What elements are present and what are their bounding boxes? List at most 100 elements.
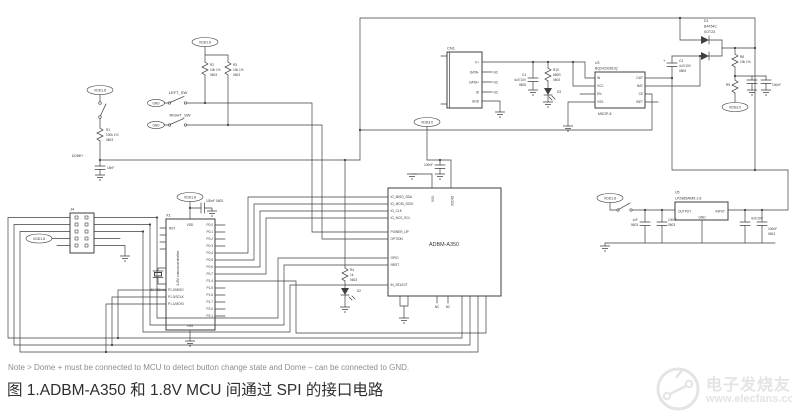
gnd-icon xyxy=(206,210,218,217)
u3-part: BQ24232DDQ xyxy=(595,67,618,71)
right-sw-label: RIGHT_SW xyxy=(169,113,190,118)
gnd-icon xyxy=(398,317,410,324)
resistor-r8-icon xyxy=(731,53,739,68)
crystal-icon xyxy=(152,270,164,278)
r4-value: 1k xyxy=(350,273,354,277)
u3-pin: BAT xyxy=(637,84,643,88)
cap-c22-icon xyxy=(656,221,668,226)
mcu-port-pin: P0.2 xyxy=(206,237,213,241)
gnd-icon xyxy=(494,111,506,118)
j4-ref: J4 xyxy=(70,207,75,212)
c23-value: 4u7/10V xyxy=(751,217,764,221)
gnd-icon xyxy=(746,89,758,96)
gnd-icon xyxy=(406,173,418,180)
u3-pin: VCC xyxy=(597,84,604,88)
cap-c1-icon xyxy=(94,165,106,170)
u5-pin: OUTPUT xyxy=(678,210,691,214)
u3-pin: VSS xyxy=(597,100,603,104)
led-d2-arrows-icon xyxy=(340,294,356,301)
divider-branch: R8 10k 1% R9 100nF VDD3.0 xyxy=(721,53,781,112)
cap-icon xyxy=(746,79,758,84)
r8-value: 10k 1% xyxy=(740,60,751,64)
r2-size: 0603 xyxy=(210,73,217,77)
cn1-pin: ID xyxy=(476,90,480,94)
wire-network xyxy=(7,17,789,353)
u3-pin: OUT xyxy=(636,76,643,80)
u5-ref: U5 xyxy=(675,191,680,195)
cap-icon xyxy=(760,79,772,84)
crystal-value: 32.768kHz xyxy=(150,288,166,292)
mcu-port-pin: P0.5 xyxy=(206,258,213,262)
figure-note: Note > Dome + must be connected to MCU t… xyxy=(8,363,410,372)
vdd18-tag: VDD1.8 xyxy=(199,41,211,45)
cn1-pin: DATA- xyxy=(470,70,479,74)
gnd-icon xyxy=(599,245,611,252)
adbm-vss-pin: VSS xyxy=(431,196,435,202)
r1-size: 0603 xyxy=(106,138,113,142)
c24-size: 0603 xyxy=(768,232,775,236)
mcu-port-pin: P2.1 xyxy=(206,314,213,318)
cap-c5-icon xyxy=(200,202,205,214)
r4-size: 0603 xyxy=(350,278,357,282)
r3-ref: R3 xyxy=(233,63,237,67)
dome-switch-icon xyxy=(100,103,107,116)
r2-ref: R2 xyxy=(210,63,214,67)
resistor-r2-icon xyxy=(201,61,209,76)
mcu-port-pin: P0.0 xyxy=(206,223,213,227)
resistor-r1-icon xyxy=(96,127,104,142)
watermark-site-url: www.elecfans.com xyxy=(706,393,792,405)
nc-label: NC xyxy=(494,91,499,95)
mcu-ref: X1 xyxy=(166,213,172,218)
mcu-port-pin: P0.4 xyxy=(206,251,213,255)
adbm-pin: IO_CLK xyxy=(391,209,403,213)
left-sw-label: LEFT_SW xyxy=(169,90,188,95)
cap-c6-icon xyxy=(434,164,446,169)
d2-ref: D2 xyxy=(357,289,361,293)
d1-ref: D1 xyxy=(704,19,709,23)
r9-ref: R9 xyxy=(726,83,730,87)
adbm-pin: POWER_UP xyxy=(391,230,409,234)
r8-ref: R8 xyxy=(740,55,744,59)
adbm-name: ADBM-A350 xyxy=(429,242,459,248)
c3-size: 0805 xyxy=(679,69,686,73)
ldo-u5: VDD1.8 1uF 0603 100nF 0603 U5 LP2985AIM5… xyxy=(596,191,777,252)
mcu-name: 1.8V microcontroller xyxy=(175,250,180,286)
mcu-port-pin: P1.6 xyxy=(206,293,213,297)
gnd-icon xyxy=(760,89,772,96)
mcu-port-pin: P1.5 xyxy=(206,286,213,290)
mcu-port-pin: P0.1 xyxy=(206,230,213,234)
nc-label: NC xyxy=(435,305,440,309)
button-switches: GND LEFT_SW GND RIGHT_SW VDD1.8 R2 10k 1… xyxy=(147,37,244,129)
vdd18-tag: VDD1.8 xyxy=(184,196,196,200)
u5-part: LP2985AIM5-1.8 xyxy=(675,197,701,201)
r10-size: 0603 xyxy=(553,78,560,82)
adbm-pin: IO_MOSI_SDIO xyxy=(391,202,414,206)
adbm-pin: NRST xyxy=(391,263,400,267)
mcu-spi-pin: P1.3/SCLK xyxy=(168,295,185,299)
mcu-rst-pin: RST xyxy=(169,227,175,231)
mcu-port-pin: P0.6 xyxy=(206,265,213,269)
r3-value: 10k 1% xyxy=(233,68,244,72)
u3-package: MSOP-8 xyxy=(598,112,611,116)
gnd-icon xyxy=(542,101,554,108)
resistor-r9-icon xyxy=(731,79,739,94)
c21-size: 0603 xyxy=(631,223,638,227)
charger-u3: C4 4u7/10V 0805 R10 680R 0603 D3 U3 BQ24… xyxy=(514,58,692,132)
u3-ref: U3 xyxy=(595,61,600,65)
mcu-x1: X1 VDD1.8 100nF 0603 VDD 1.8V microcontr… xyxy=(150,192,223,347)
nc-label: NC xyxy=(494,81,499,85)
dome-branch: VDD1.8 R1 100k 1% 0603 DOME+ 15nF xyxy=(72,85,119,181)
vdd30-tag: VDD3.0 xyxy=(729,106,741,110)
d3-ref: D3 xyxy=(557,90,561,94)
c4-value: 4u7/10V xyxy=(514,78,527,82)
mcu-port-pin: P2.0 xyxy=(206,307,213,311)
r10-value: 680R xyxy=(553,73,561,77)
left-switch-icon xyxy=(169,96,185,103)
c5-value: 100nF 0603 xyxy=(206,199,223,203)
c6-value: 100nF xyxy=(424,163,433,167)
cap-c4-icon xyxy=(527,77,539,82)
adbm-pin: OPTION xyxy=(391,237,404,241)
c22-value: 100nF xyxy=(668,218,677,222)
adbm-pin: IO_MISO_SDA xyxy=(391,195,413,199)
